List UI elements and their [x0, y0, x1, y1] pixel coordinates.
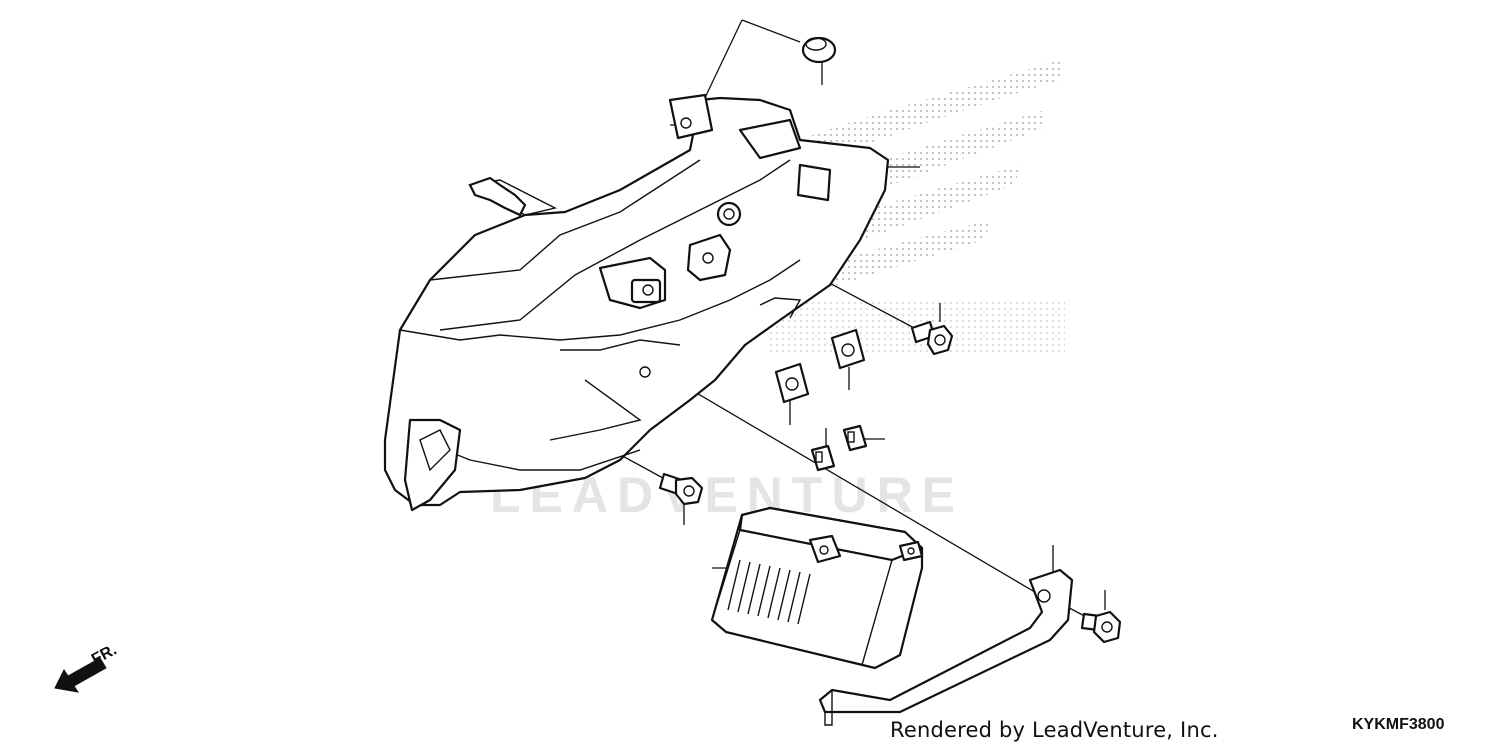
clip-nut-part-4-b	[774, 362, 810, 404]
inner-cover-part-1	[383, 93, 890, 512]
render-credit: Rendered by LeadVenture, Inc.	[890, 718, 1219, 742]
clip-nut-part-4-a	[830, 328, 866, 370]
bolt-part-6-c	[1080, 610, 1122, 644]
bolt-part-6-b	[658, 472, 704, 506]
fuse-part-8	[810, 444, 836, 472]
diagram-code: KYKMF3800	[1352, 716, 1445, 733]
fuse-part-7	[842, 424, 868, 452]
bolt-part-6-a	[910, 320, 954, 356]
battery-band-part-2	[818, 568, 1074, 726]
grommet-part-5	[801, 36, 837, 64]
front-direction-marker: FR.	[54, 641, 120, 693]
front-arrow-icon	[54, 657, 107, 693]
battery-part-3	[710, 506, 924, 670]
